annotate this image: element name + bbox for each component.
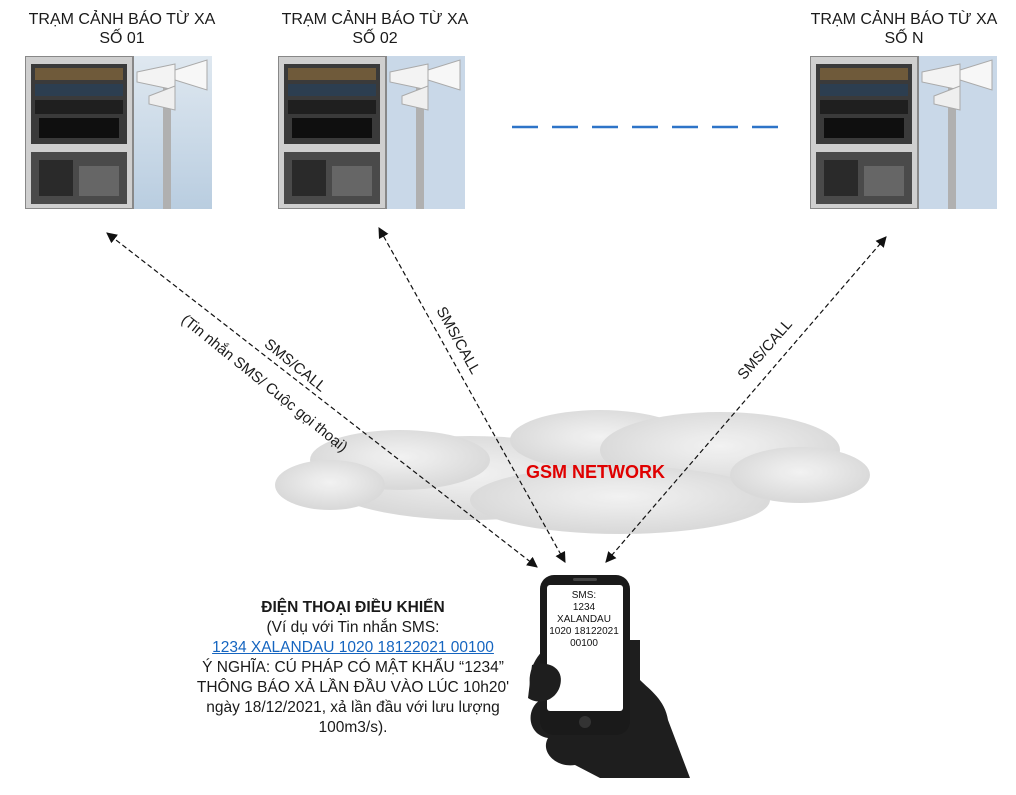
station-n-title-line1: TRẠM CẢNH BÁO TỪ XA (810, 11, 998, 28)
station-1-title-line1: TRẠM CẢNH BÁO TỪ XA (28, 11, 216, 28)
info-line1: (Ví dụ với Tin nhắn SMS: (266, 619, 440, 636)
arrow-to-station-1 (106, 232, 538, 568)
station-1-photo (25, 56, 212, 209)
phone-screen-line: XALANDAU (557, 614, 611, 625)
phone-screen-line: 1234 (572, 602, 596, 613)
thumb-icon (528, 663, 561, 702)
info-line4: ngày 18/12/2021, xả lần đầu với lưu lượn… (206, 699, 500, 716)
phone-icon (540, 575, 630, 735)
station-n-photo (810, 56, 997, 209)
station-1-title: TRẠM CẢNH BÁO TỪ XA SỐ 01 (12, 10, 232, 48)
station-n-title: TRẠM CẢNH BÁO TỪ XA SỐ N (794, 10, 1014, 48)
station-1-title-line2: SỐ 01 (99, 30, 145, 47)
phone-screen-line: 00100 (570, 638, 598, 649)
phone-screen-line: 1020 18122021 (549, 626, 619, 637)
info-title: ĐIỆN THOẠI ĐIỀU KHIỂN (261, 599, 445, 616)
station-2-photo (278, 56, 465, 209)
gsm-network-label: GSM NETWORK (526, 462, 665, 482)
station-2-title-line2: SỐ 02 (352, 30, 398, 47)
station-2-title-line1: TRẠM CẢNH BÁO TỪ XA (281, 11, 469, 28)
phone-screen-line: SMS: (571, 590, 597, 601)
info-line3: THÔNG BÁO XẢ LẦN ĐẦU VÀO LÚC 10h20' (196, 679, 510, 696)
info-line2: Ý NGHĨA: CÚ PHÁP CÓ MẬT KHẨU “1234” (202, 659, 504, 676)
station-n-title-line2: SỐ N (884, 30, 924, 47)
station-2-title: TRẠM CẢNH BÁO TỪ XA SỐ 02 (265, 10, 485, 48)
control-phone-description: ĐIỆN THOẠI ĐIỀU KHIỂN (Ví dụ với Tin nhắ… (182, 598, 524, 738)
phone-screen-text: SMS: 1234 XALANDAU 1020 18122021 00100 (548, 590, 620, 650)
sms-example-link[interactable]: 1234 XALANDAU 1020 18122021 00100 (212, 639, 494, 656)
info-line5: 100m3/s). (318, 719, 388, 736)
